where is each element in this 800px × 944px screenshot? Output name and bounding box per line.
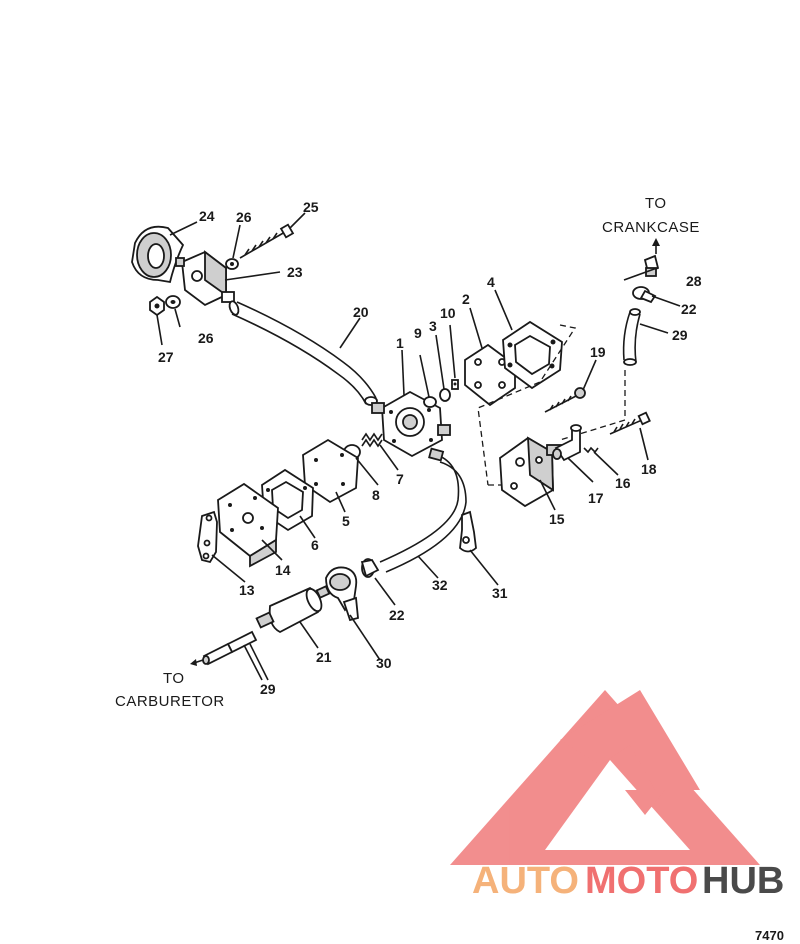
part-26-washer-top bbox=[225, 258, 239, 270]
caption-carburetor-to: TO bbox=[163, 670, 185, 687]
part-22-clamp-upper bbox=[632, 286, 657, 304]
part-19-screw bbox=[544, 387, 586, 413]
callout-numbers: 24 26 25 23 26 27 20 1 9 3 10 2 4 19 28 … bbox=[158, 199, 702, 697]
part-21-fuel-filter bbox=[255, 585, 331, 634]
leader-lines bbox=[156, 212, 681, 681]
label-29-bottom: 29 bbox=[260, 681, 276, 697]
label-13: 13 bbox=[239, 582, 255, 598]
label-23: 23 bbox=[287, 264, 303, 280]
part-30-clamp bbox=[325, 566, 359, 622]
label-25: 25 bbox=[303, 199, 319, 215]
label-4: 4 bbox=[487, 274, 495, 290]
watermark-text-hub: HUB bbox=[702, 860, 784, 902]
label-32: 32 bbox=[432, 577, 448, 593]
logo-a-stroke bbox=[560, 690, 700, 790]
part-2-gasket-plate bbox=[464, 343, 516, 407]
label-3: 3 bbox=[429, 318, 437, 334]
label-18: 18 bbox=[641, 461, 657, 477]
part-24-cushion bbox=[131, 225, 185, 284]
part-1-pump-body bbox=[371, 390, 451, 458]
label-2: 2 bbox=[462, 291, 470, 307]
label-20: 20 bbox=[353, 304, 369, 320]
part-22-clamp-lower bbox=[360, 558, 380, 578]
figure-number: 7470 bbox=[755, 928, 784, 943]
label-21: 21 bbox=[316, 649, 332, 665]
label-26-top: 26 bbox=[236, 209, 252, 225]
logo-a-notch bbox=[625, 790, 665, 815]
label-9: 9 bbox=[414, 325, 422, 341]
part-13-lever bbox=[197, 510, 218, 564]
label-22-top: 22 bbox=[681, 301, 697, 317]
part-25-screw bbox=[239, 223, 295, 259]
part-29-hose-upper bbox=[622, 308, 641, 366]
part-17-elbow bbox=[552, 424, 582, 462]
part-7-spring bbox=[361, 432, 383, 448]
label-24: 24 bbox=[199, 208, 215, 224]
caption-crankcase-to: TO bbox=[645, 195, 667, 212]
label-1: 1 bbox=[396, 335, 404, 351]
label-15: 15 bbox=[549, 511, 565, 527]
label-26-bottom: 26 bbox=[198, 330, 214, 346]
label-8: 8 bbox=[372, 487, 380, 503]
watermark-text-moto: MOTO bbox=[585, 860, 698, 902]
part-27-nut bbox=[149, 295, 165, 317]
label-16: 16 bbox=[615, 475, 631, 491]
label-19: 19 bbox=[590, 344, 606, 360]
part-15-pump-cover bbox=[499, 436, 562, 508]
part-29-hose-lower bbox=[202, 630, 258, 666]
part-4-gasket bbox=[502, 320, 563, 390]
label-30: 30 bbox=[376, 655, 392, 671]
caption-carburetor: CARBURETOR bbox=[115, 693, 225, 710]
part-23-bracket bbox=[175, 250, 235, 307]
caption-crankcase: CRANKCASE bbox=[602, 219, 700, 236]
part-26-washer-bottom bbox=[165, 295, 181, 309]
part-32-hose bbox=[379, 447, 467, 573]
label-31: 31 bbox=[492, 585, 508, 601]
label-27: 27 bbox=[158, 349, 174, 365]
part-31-bracket bbox=[459, 510, 477, 553]
part-18-screw bbox=[609, 411, 651, 435]
watermark-text-auto: AUTO bbox=[472, 860, 579, 902]
label-29-top: 29 bbox=[672, 327, 688, 343]
label-7: 7 bbox=[396, 471, 404, 487]
logo-triangle-inner bbox=[545, 760, 690, 850]
part-3-washer bbox=[439, 388, 451, 402]
label-14: 14 bbox=[275, 562, 291, 578]
arrow-to-carburetor bbox=[190, 659, 204, 666]
label-17: 17 bbox=[588, 490, 604, 506]
part-20-hose bbox=[228, 300, 378, 406]
label-6: 6 bbox=[311, 537, 319, 553]
label-10: 10 bbox=[440, 305, 456, 321]
part-9-washer bbox=[423, 396, 437, 408]
watermark-logo bbox=[450, 690, 760, 865]
label-5: 5 bbox=[342, 513, 350, 529]
part-16-spring bbox=[583, 446, 599, 454]
label-28: 28 bbox=[686, 273, 702, 289]
part-10-screw bbox=[451, 379, 459, 390]
label-22-bottom: 22 bbox=[389, 607, 405, 623]
